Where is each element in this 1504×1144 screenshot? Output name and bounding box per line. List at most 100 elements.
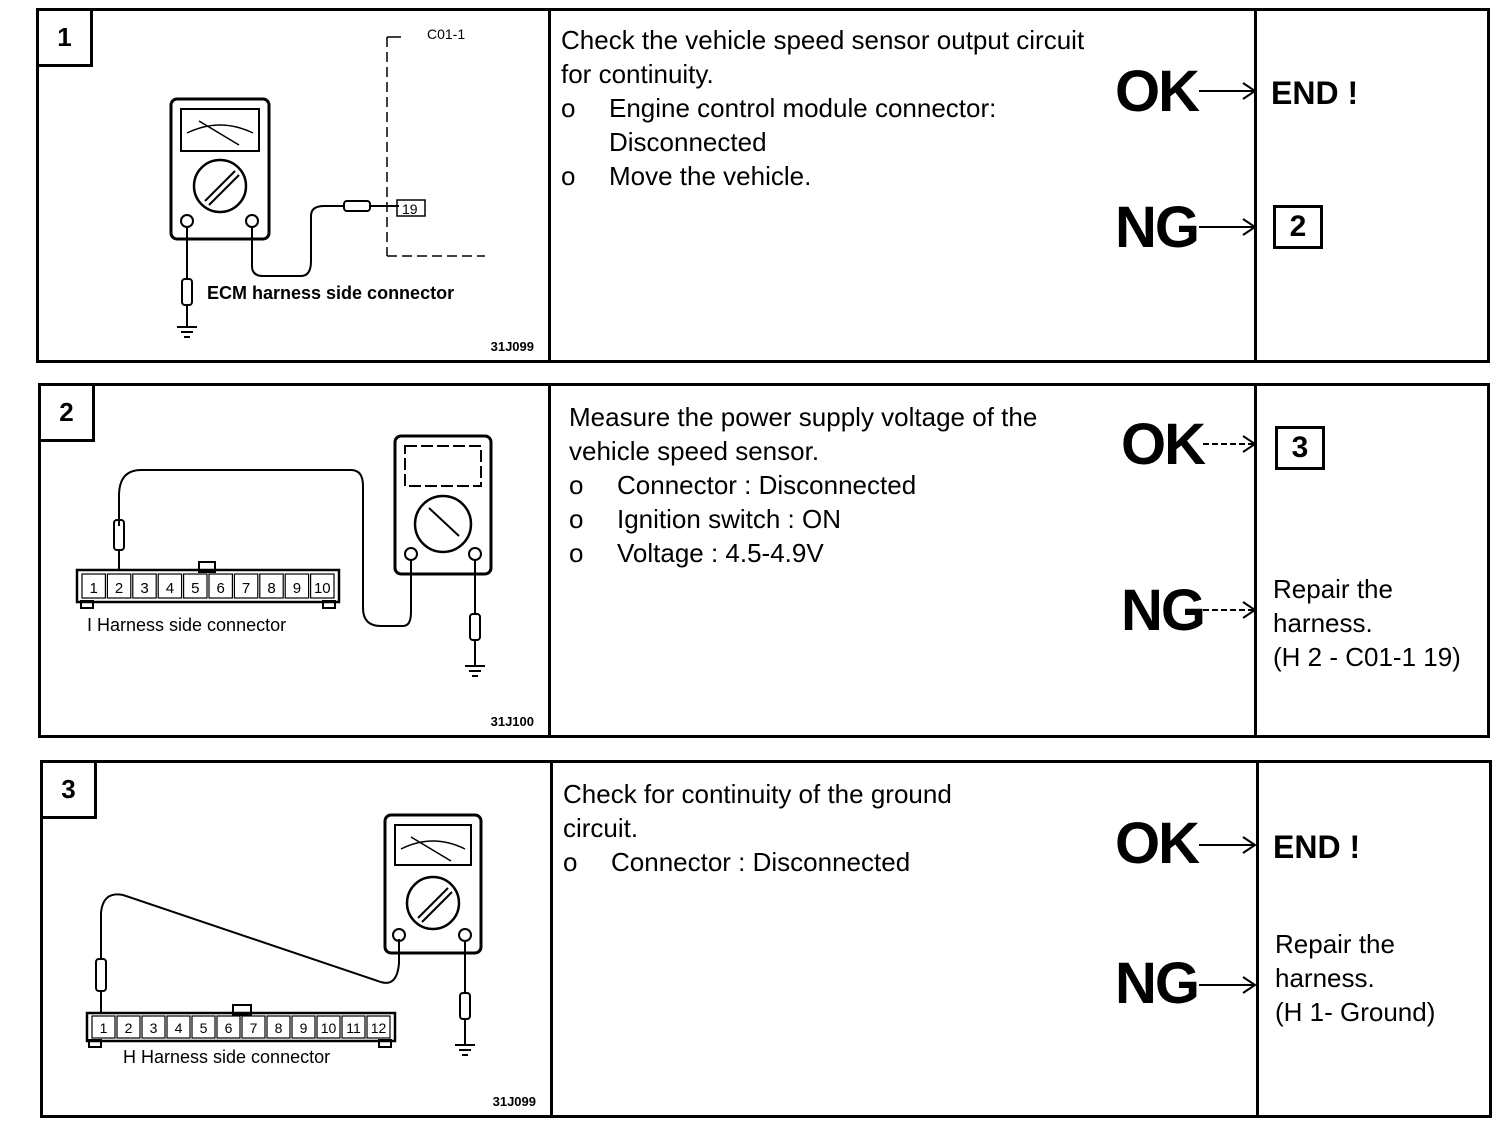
step-1-row: 1 19 <box>36 8 1490 363</box>
bullet: o <box>561 93 576 123</box>
step-3-text: Check for continuity of the ground circu… <box>563 777 1023 879</box>
connector-pin-number: 4 <box>175 1020 183 1036</box>
ok-label: OK <box>1115 59 1200 124</box>
step-2-item: o Ignition switch : ON <box>569 502 1109 536</box>
item-text: Voltage : 4.5-4.9V <box>617 538 824 568</box>
step-3-results: END ! Repair the harness. (H 1- Ground) <box>1253 763 1489 1115</box>
step-2-item: o Voltage : 4.5-4.9V <box>569 536 1109 570</box>
step-2-item: o Connector : Disconnected <box>569 468 1109 502</box>
connector-pin-cell <box>106 573 132 599</box>
connector-pin-number: 8 <box>275 1020 283 1036</box>
connector-pin-number: 7 <box>242 580 250 597</box>
item-text: Connector : Disconnected <box>611 847 911 877</box>
ng-result-line: Repair the <box>1275 929 1395 959</box>
figure-caption: I Harness side connector <box>87 615 286 635</box>
step-3-item: o Connector : Disconnected <box>563 845 1023 879</box>
ng-result-line: (H 1- Ground) <box>1275 997 1436 1027</box>
connector-pin-cell <box>284 573 310 599</box>
bullet: o <box>561 161 576 191</box>
ok-arrow-icon <box>1199 836 1257 854</box>
ecm-connector-pin <box>396 199 426 217</box>
test-probe <box>95 958 107 992</box>
step-2-number: 2 <box>41 386 95 442</box>
step-2-title: Measure the power supply voltage of the … <box>569 402 1038 466</box>
figure-caption: H Harness side connector <box>123 1047 330 1067</box>
item-text: Move the vehicle. <box>609 161 812 191</box>
connector-pin-number: 9 <box>300 1020 308 1036</box>
connector-pin-number: 11 <box>346 1020 361 1036</box>
harness-connector <box>75 568 341 604</box>
connector-pin-cell <box>291 1015 316 1039</box>
ok-result-step-ref[interactable]: 3 <box>1275 426 1325 470</box>
ng-label: NG <box>1121 578 1206 643</box>
meter-display <box>404 445 482 487</box>
ng-result-line: Repair the <box>1273 574 1393 604</box>
connector-pin-cell <box>141 1015 166 1039</box>
step-3-number: 3 <box>43 763 97 819</box>
multimeter-icon <box>383 813 483 955</box>
ng-result-line: harness. <box>1273 608 1373 638</box>
ng-arrow-icon <box>1199 976 1257 994</box>
connector-pin-cell <box>241 1015 266 1039</box>
step-3-instructions: Check for continuity of the ground circu… <box>553 763 1259 1115</box>
multimeter-icon <box>169 97 271 241</box>
connector-pin-cell <box>310 573 335 599</box>
ng-result-text: Repair the harness. (H 1- Ground) <box>1275 927 1487 1029</box>
ng-result-line: harness. <box>1275 963 1375 993</box>
connector-pin-number: 1 <box>100 1020 108 1036</box>
ok-result: END ! <box>1271 75 1359 111</box>
step-2-results: 3 Repair the harness. (H 2 - C01-1 19) <box>1251 386 1487 735</box>
meter-display <box>180 108 260 152</box>
step-1-number: 1 <box>39 11 93 67</box>
meter-dial <box>405 875 461 931</box>
connector-pin-cell <box>316 1015 341 1039</box>
connector-pin-number: 7 <box>250 1020 258 1036</box>
connector-pin-cell <box>132 573 157 599</box>
connector-pin-cell <box>216 1015 241 1039</box>
step-2-instructions: Measure the power supply voltage of the … <box>551 386 1257 735</box>
ng-result-step-ref[interactable]: 2 <box>1273 205 1323 249</box>
connector-pin-number: 9 <box>293 580 301 597</box>
meter-display <box>394 824 472 866</box>
connector-pin-number: 10 <box>321 1020 337 1036</box>
test-probe <box>469 613 481 641</box>
step-1-diagram: 19 C01-1 ECM harness side connector <box>169 26 485 338</box>
multimeter-icon <box>393 434 493 576</box>
step-1-text: Check the vehicle speed sensor output ci… <box>561 23 1121 193</box>
ng-result-text: Repair the harness. (H 2 - C01-1 19) <box>1273 572 1485 674</box>
bullet: o <box>569 504 584 534</box>
ground-icon <box>177 326 197 338</box>
ng-label: NG <box>1115 951 1200 1016</box>
ng-result-line: (H 2 - C01-1 19) <box>1273 642 1461 672</box>
item-text: Ignition switch : ON <box>617 504 841 534</box>
connector-pin-number: 5 <box>191 580 199 597</box>
connector-pin-cell <box>233 573 259 599</box>
step-1-figure: 1 19 <box>39 11 551 360</box>
connector-pin-number: 2 <box>125 1020 133 1036</box>
step-3-title: Check for continuity of the ground circu… <box>563 779 952 843</box>
connector-pin-cell <box>81 573 106 599</box>
ng-label: NG <box>1115 195 1200 260</box>
connector-pin-cell <box>208 573 233 599</box>
item-text: Connector : Disconnected <box>617 470 917 500</box>
connector-pin-number: 3 <box>140 580 148 597</box>
connector-pin-cell <box>157 573 183 599</box>
ok-label: OK <box>1115 811 1200 876</box>
step-1-item: o Move the vehicle. <box>561 159 1121 193</box>
item-text: Engine control module connector: Disconn… <box>609 93 997 157</box>
connector-pin-number: 4 <box>166 580 174 597</box>
connector-label: C01-1 <box>427 26 465 42</box>
meter-dial <box>192 158 248 214</box>
bullet: o <box>569 538 584 568</box>
connector-pin-cell <box>191 1015 216 1039</box>
connector-pin-number: 2 <box>115 580 123 597</box>
figure-code: 31J099 <box>490 339 534 354</box>
figure-code: 31J099 <box>492 1094 536 1109</box>
connector-pin-cell <box>183 573 208 599</box>
